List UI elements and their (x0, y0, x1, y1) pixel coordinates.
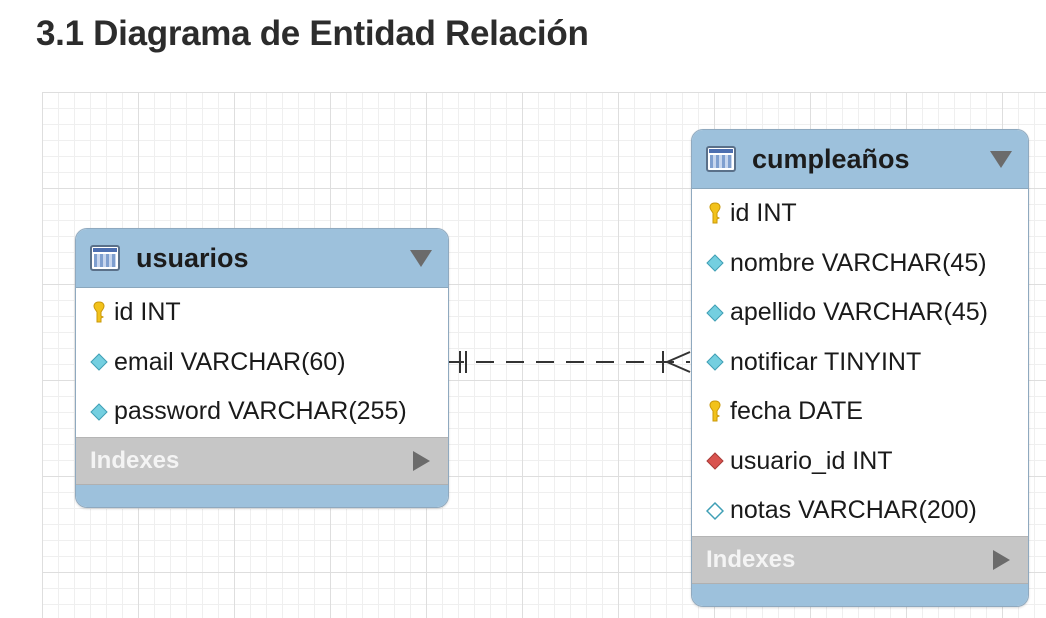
column-label: usuario_id INT (730, 446, 893, 475)
indexes-section[interactable]: Indexes (692, 535, 1028, 583)
column-label: id INT (114, 298, 181, 327)
collapse-triangle-icon[interactable] (410, 250, 432, 267)
primary-key-icon (706, 400, 724, 424)
entity-usuarios[interactable]: usuarios id INT email VARCHAR(60) passwo… (75, 228, 449, 508)
column-diamond-icon (706, 251, 724, 275)
expand-triangle-icon[interactable] (993, 549, 1010, 570)
column-label: notificar TINYINT (730, 347, 922, 376)
expand-triangle-icon[interactable] (413, 450, 430, 471)
entity-footer (692, 582, 1028, 606)
crow-foot-lower (666, 361, 691, 373)
column-label: password VARCHAR(255) (114, 397, 407, 426)
indexes-section[interactable]: Indexes (76, 436, 448, 484)
column-row[interactable]: nombre VARCHAR(45) (692, 239, 1028, 289)
column-row[interactable]: password VARCHAR(255) (76, 387, 448, 437)
crow-foot-upper (666, 351, 691, 363)
nullable-diamond-icon (706, 499, 724, 523)
column-diamond-icon (706, 350, 724, 374)
column-diamond-icon (90, 350, 108, 374)
column-diamond-icon (706, 301, 724, 325)
column-row[interactable]: id INT (692, 189, 1028, 239)
indexes-label: Indexes (706, 545, 796, 573)
column-label: nombre VARCHAR(45) (730, 248, 987, 277)
column-row[interactable]: apellido VARCHAR(45) (692, 288, 1028, 338)
column-row[interactable]: notificar TINYINT (692, 338, 1028, 388)
entity-footer (76, 483, 448, 507)
column-row[interactable]: email VARCHAR(60) (76, 338, 448, 388)
column-row[interactable]: fecha DATE (692, 387, 1028, 437)
table-icon (90, 245, 120, 271)
primary-key-icon (706, 202, 724, 226)
column-diamond-icon (90, 400, 108, 424)
entity-name: cumpleaños (752, 143, 910, 174)
indexes-label: Indexes (90, 446, 180, 474)
foreign-key-diamond-icon (706, 449, 724, 473)
table-icon (706, 146, 736, 172)
collapse-triangle-icon[interactable] (990, 151, 1012, 168)
entity-name: usuarios (136, 242, 249, 273)
primary-key-icon (90, 301, 108, 325)
column-label: id INT (730, 199, 797, 228)
page-title: 3.1 Diagrama de Entidad Relación (36, 14, 589, 53)
column-label: apellido VARCHAR(45) (730, 298, 988, 327)
entity-header[interactable]: cumpleaños (692, 130, 1028, 189)
column-label: notas VARCHAR(200) (730, 496, 977, 525)
column-row[interactable]: id INT (76, 288, 448, 338)
diagram-canvas: usuarios id INT email VARCHAR(60) passwo… (42, 92, 1046, 618)
column-row[interactable]: notas VARCHAR(200) (692, 486, 1028, 536)
entity-header[interactable]: usuarios (76, 229, 448, 288)
column-label: email VARCHAR(60) (114, 347, 346, 376)
column-label: fecha DATE (730, 397, 863, 426)
relationship-line (446, 351, 691, 373)
entity-cumpleanos[interactable]: cumpleaños id INT nombre VARCHAR(45) ape… (691, 129, 1029, 607)
column-row[interactable]: usuario_id INT (692, 437, 1028, 487)
